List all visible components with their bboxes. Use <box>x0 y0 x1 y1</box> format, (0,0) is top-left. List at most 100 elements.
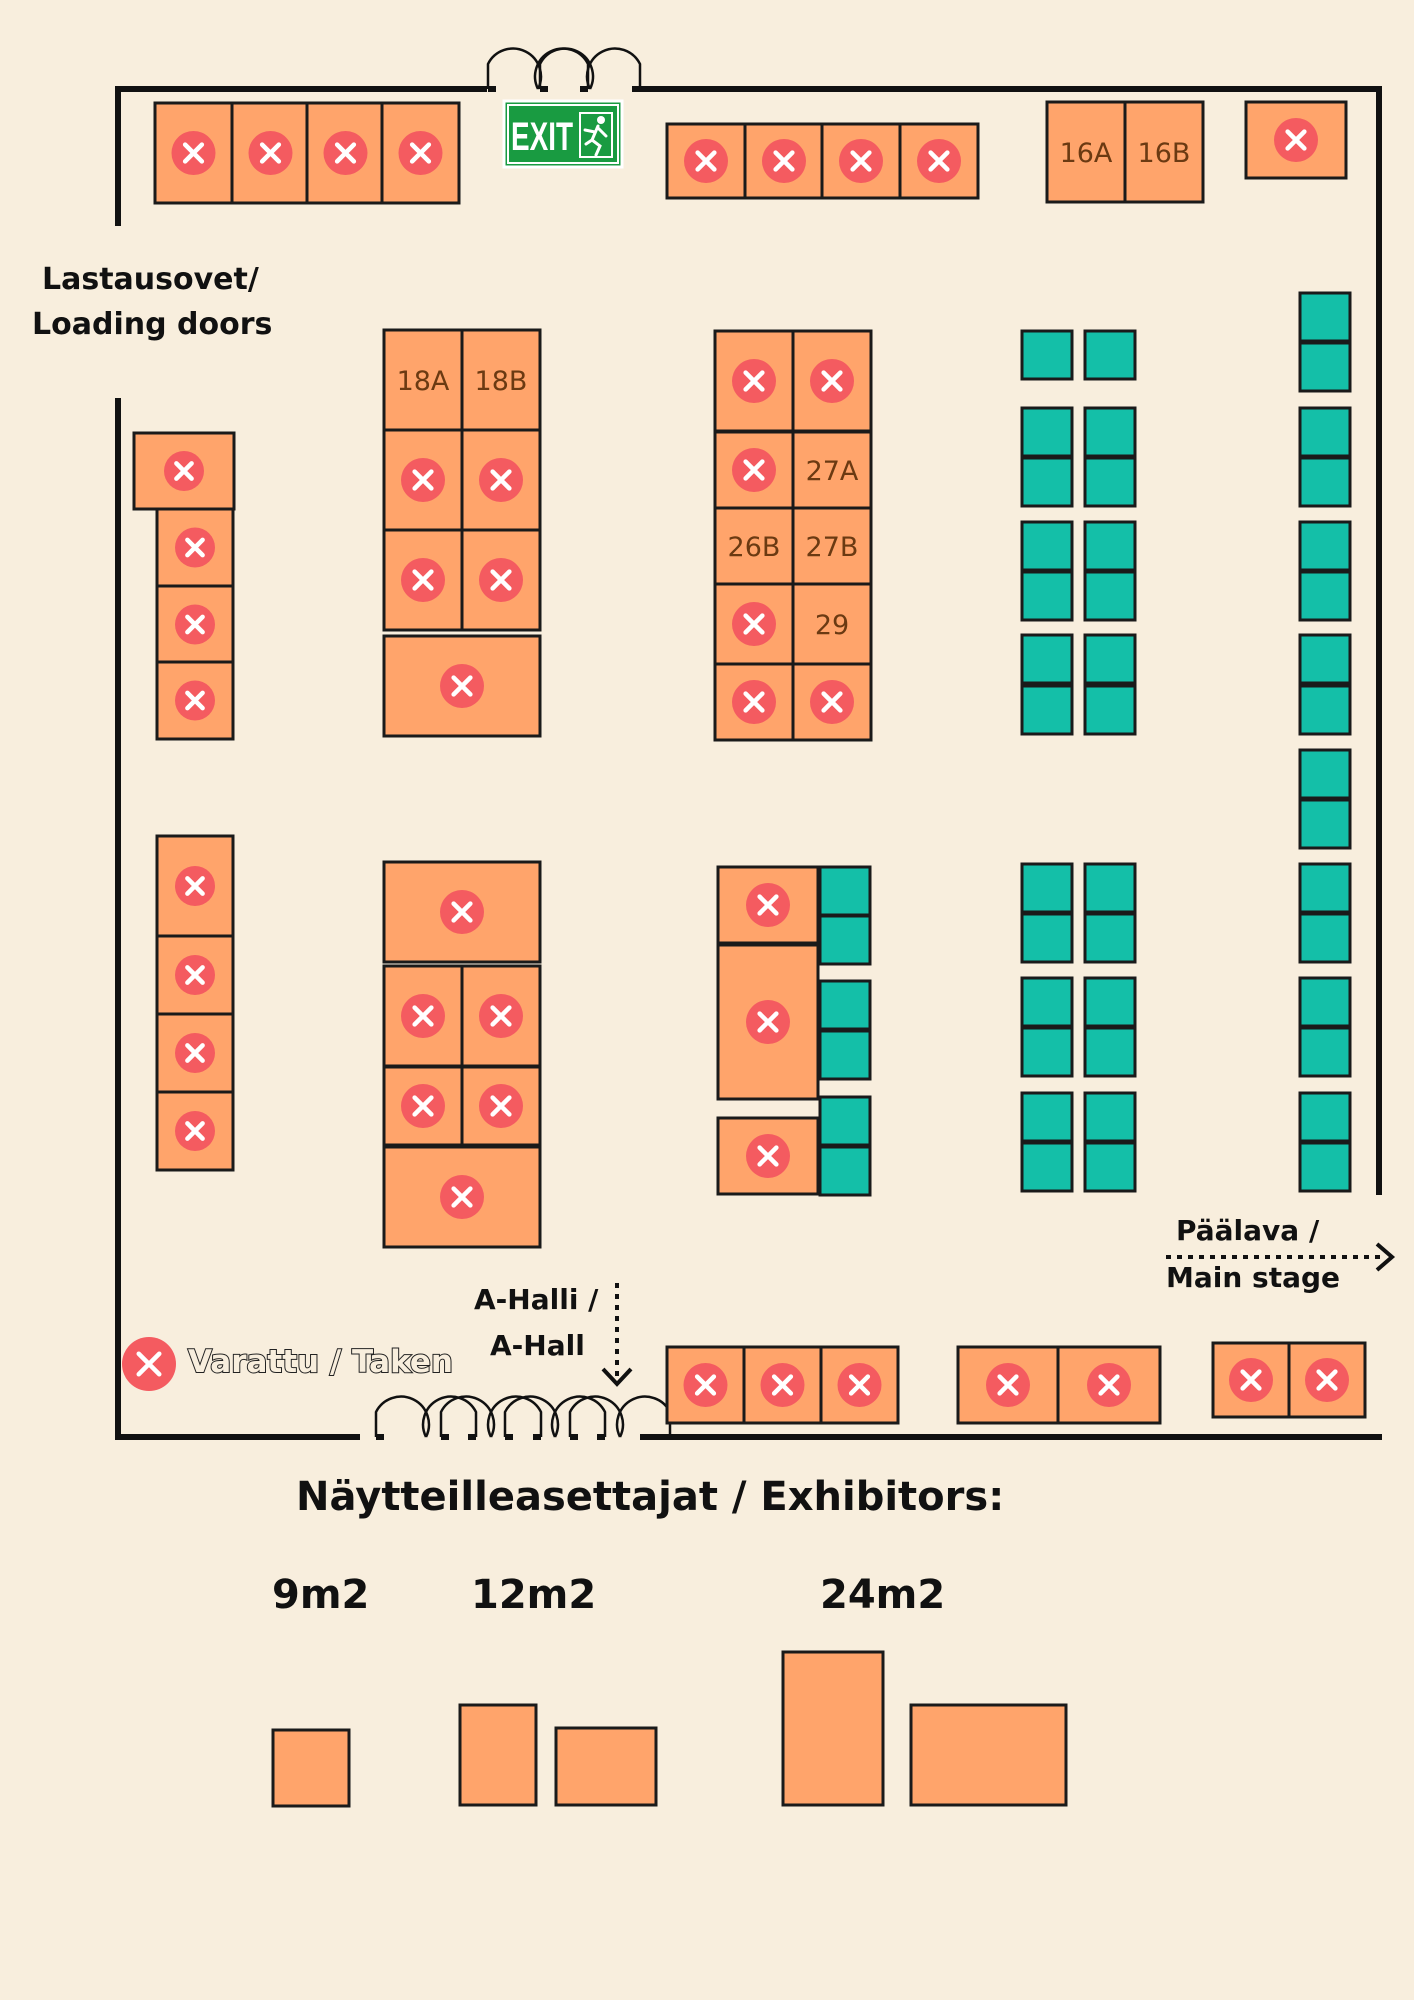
small-booth <box>1298 976 1352 1028</box>
small-booth <box>1083 1091 1137 1143</box>
size-12-label: 12m2 <box>471 1572 597 1618</box>
small-booth <box>1298 570 1352 622</box>
small-booth <box>1298 633 1352 685</box>
door-icon <box>538 47 642 92</box>
taken-x-icon <box>479 558 523 602</box>
small-booth <box>1083 912 1137 964</box>
main-stage-label-fi: Päälava / <box>1176 1214 1320 1247</box>
taken-x-icon <box>479 458 523 502</box>
small-booth <box>1020 912 1074 964</box>
booth <box>791 430 873 510</box>
booth <box>956 1345 1060 1425</box>
small-booth <box>818 1145 872 1197</box>
arrow-icon <box>1375 1242 1396 1272</box>
arrow-icon <box>601 1367 633 1387</box>
taken-x-icon <box>440 664 484 708</box>
taken-x-icon <box>1305 1358 1349 1402</box>
taken-x-icon <box>401 1084 445 1128</box>
exit-sign-border <box>507 104 619 164</box>
small-booth <box>1298 912 1352 964</box>
taken-x-icon <box>1229 1358 1273 1402</box>
booth-number: 29 <box>815 610 849 641</box>
taken-x-icon <box>175 1033 215 1073</box>
small-booth <box>1298 456 1352 508</box>
taken-x-icon <box>398 131 443 175</box>
loading-doors-label-fi: Lastausovet/ <box>42 262 259 297</box>
taken-x-icon <box>810 359 854 403</box>
door-icon <box>374 1395 478 1440</box>
door-icon <box>503 1395 607 1440</box>
taken-x-icon <box>122 1337 176 1391</box>
small-booth <box>1020 570 1074 622</box>
taken-x-icon <box>684 139 728 183</box>
taken-x-icon <box>323 131 368 175</box>
small-booth <box>1020 1141 1074 1193</box>
small-booth <box>1298 341 1352 393</box>
small-booth <box>1083 862 1137 914</box>
taken-x-icon <box>746 1000 790 1044</box>
booth <box>305 101 386 205</box>
small-booth <box>1083 520 1137 572</box>
booth-number: 26B <box>728 532 781 563</box>
exhibitors-title: Näytteilleasettajat / Exhibitors: <box>296 1474 1005 1520</box>
booth-number: 27A <box>806 456 859 487</box>
size-sample-12m2-vertical <box>458 1703 538 1807</box>
small-booth <box>818 979 872 1031</box>
small-booth <box>1020 633 1074 685</box>
door-icon <box>568 1395 672 1440</box>
taken-x-icon <box>401 558 445 602</box>
booth <box>791 506 873 586</box>
small-booth <box>1020 406 1074 458</box>
small-booth <box>1020 456 1074 508</box>
small-booth <box>1298 520 1352 572</box>
loading-doors-label-en: Loading doors <box>32 307 273 342</box>
a-hall-label-en: A-Hall <box>490 1329 585 1362</box>
taken-x-icon <box>746 1134 790 1178</box>
booth-number: 27B <box>806 532 859 563</box>
small-booth <box>1083 406 1137 458</box>
taken-x-icon <box>175 680 215 721</box>
size-9-label: 9m2 <box>272 1572 370 1618</box>
taken-x-icon <box>683 1363 728 1407</box>
booth <box>155 1090 235 1172</box>
taken-x-icon <box>1274 118 1318 162</box>
small-booth <box>1298 1091 1352 1143</box>
booth <box>382 1145 542 1249</box>
taken-x-icon <box>440 1175 484 1219</box>
small-booth <box>1020 1026 1074 1078</box>
door-icon <box>439 1395 543 1440</box>
taken-x-icon <box>479 994 523 1038</box>
size-sample-24m2-vertical <box>781 1650 885 1807</box>
size-sample-9m2 <box>271 1728 351 1808</box>
booth <box>1287 1341 1367 1419</box>
small-booth <box>1020 684 1074 736</box>
taken-x-icon <box>917 139 961 183</box>
small-booth <box>1298 406 1352 458</box>
size-sample-12m2-horizontal <box>554 1726 658 1807</box>
booth <box>1056 1345 1162 1425</box>
taken-x-icon <box>732 448 776 492</box>
booth <box>155 660 235 741</box>
taken-x-icon <box>746 883 790 927</box>
door-icon <box>486 47 590 92</box>
small-booth <box>1298 748 1352 800</box>
taken-x-icon <box>440 890 484 934</box>
taken-x-icon <box>762 139 806 183</box>
taken-x-icon <box>810 680 854 724</box>
small-booth <box>1020 976 1074 1028</box>
taken-x-icon <box>248 131 293 175</box>
small-booth <box>1083 329 1137 381</box>
small-booth <box>1298 1141 1352 1193</box>
booth-number: 18B <box>475 366 528 397</box>
small-booth <box>818 1095 872 1147</box>
booth-number: 16B <box>1138 138 1191 169</box>
taken-x-icon <box>175 527 215 568</box>
small-booth <box>1298 862 1352 914</box>
small-booth <box>1298 798 1352 850</box>
taken-x-icon <box>175 866 215 906</box>
taken-x-icon <box>732 602 776 646</box>
small-booth <box>1083 570 1137 622</box>
taken-x-icon <box>175 1111 215 1151</box>
small-booth <box>1083 976 1137 1028</box>
